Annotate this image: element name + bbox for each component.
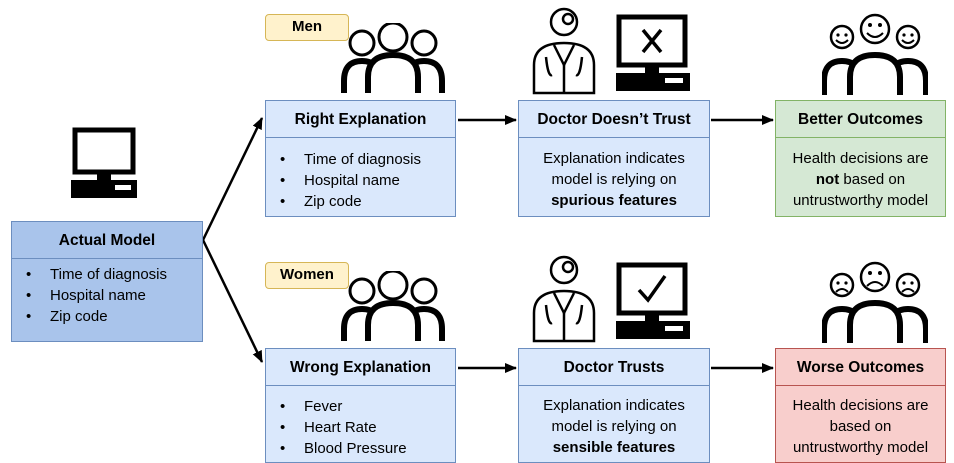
actual-model-box: Actual Model Time of diagnosis Hospital … (11, 221, 203, 342)
men-group-tag: Men (265, 14, 349, 41)
outcome-emphasis-text: not (815, 171, 840, 188)
doctor-trusts-title: Doctor Trusts (519, 349, 709, 386)
actual-model-title: Actual Model (12, 222, 202, 259)
doctor-trusts-box: Doctor Trusts Explanation indicates mode… (518, 348, 710, 463)
people-group-icon (341, 271, 445, 341)
outcome-text-line: Health decisions are (792, 397, 929, 414)
sad-faces-icon (822, 261, 928, 343)
better-outcomes-title: Better Outcomes (776, 101, 945, 138)
doctor-text-line: model is relying on (551, 418, 677, 435)
worse-outcomes-title: Worse Outcomes (776, 349, 945, 386)
outcome-text-line: Health decisions are (792, 150, 929, 167)
list-item: Zip code (12, 306, 202, 327)
women-group-tag: Women (265, 262, 349, 289)
x-mark-monitor-icon (616, 14, 690, 91)
outcome-text-line: based on (839, 171, 906, 188)
computer-icon (71, 127, 137, 198)
outcome-text-line: based on (829, 418, 892, 435)
wrong-explanation-box: Wrong Explanation Fever Heart Rate Blood… (265, 348, 456, 463)
doctor-doesnt-trust-title: Doctor Doesn’t Trust (519, 101, 709, 138)
doctor-doesnt-trust-box: Doctor Doesn’t Trust Explanation indicat… (518, 100, 710, 217)
actual-model-feature-list: Time of diagnosis Hospital name Zip code (12, 264, 202, 327)
right-explanation-box: Right Explanation Time of diagnosis Hosp… (265, 100, 456, 217)
list-item: Fever (266, 396, 455, 417)
list-item: Zip code (266, 191, 455, 212)
wrong-explanation-feature-list: Fever Heart Rate Blood Pressure (266, 396, 455, 459)
list-item: Hospital name (12, 285, 202, 306)
doctor-icon (532, 7, 596, 95)
list-item: Hospital name (266, 170, 455, 191)
check-mark-monitor-icon (616, 262, 690, 339)
list-item: Time of diagnosis (266, 149, 455, 170)
doctor-text-line: model is relying on (551, 171, 677, 188)
worse-outcomes-box: Worse Outcomes Health decisions are base… (775, 348, 946, 463)
people-group-icon (341, 23, 445, 93)
right-explanation-title: Right Explanation (266, 101, 455, 138)
right-explanation-feature-list: Time of diagnosis Hospital name Zip code (266, 149, 455, 212)
doctor-icon (532, 255, 596, 343)
wrong-explanation-title: Wrong Explanation (266, 349, 455, 386)
outcome-text-line: untrustworthy model (792, 192, 929, 209)
doctor-text-line: Explanation indicates (543, 150, 685, 167)
doctor-emphasis-text: spurious features (551, 192, 677, 209)
arrow-model-to-right (201, 117, 264, 241)
better-outcomes-box: Better Outcomes Health decisions are not… (775, 100, 946, 217)
doctor-text-line: Explanation indicates (543, 397, 685, 414)
arrow-model-to-wrong (201, 239, 264, 363)
happy-faces-icon (822, 13, 928, 95)
list-item: Blood Pressure (266, 438, 455, 459)
outcome-text-line: untrustworthy model (792, 439, 929, 456)
list-item: Time of diagnosis (12, 264, 202, 285)
doctor-emphasis-text: sensible features (552, 439, 676, 456)
list-item: Heart Rate (266, 417, 455, 438)
